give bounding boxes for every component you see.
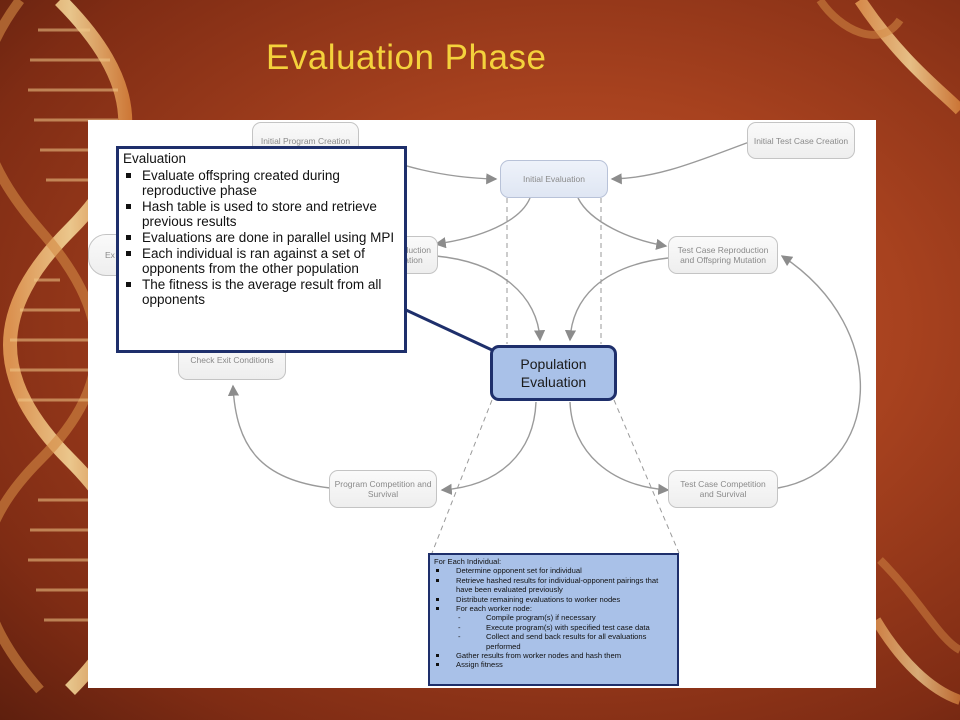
- detail-item: Distribute remaining evaluations to work…: [434, 595, 673, 604]
- callout-bullet-list: Evaluate offspring created during reprod…: [123, 168, 400, 308]
- detail-heading: For Each Individual:: [434, 557, 502, 566]
- callout-bullet: Hash table is used to store and retrieve…: [123, 199, 400, 230]
- node-test-case-competition: Test Case Competition and Survival: [668, 470, 778, 508]
- node-program-competition: Program Competition and Survival: [329, 470, 437, 508]
- detail-subitem: Collect and send back results for all ev…: [434, 632, 673, 651]
- detail-subitem: Execute program(s) with specified test c…: [434, 623, 673, 633]
- detail-list: Determine opponent set for individual Re…: [434, 566, 673, 669]
- arrow-testcase-comp-to-testcase-repro: [777, 255, 861, 489]
- arrow-population-to-testcase-comp: [569, 401, 670, 495]
- slide-title: Evaluation Phase: [266, 38, 547, 77]
- arrow-testcase-repro-to-population: [564, 257, 669, 342]
- node-initial-evaluation: Initial Evaluation: [500, 160, 608, 198]
- arrow-testcase-to-initial-eval: [610, 140, 753, 185]
- callout-leader-line: [405, 308, 493, 352]
- population-evaluation-detail: For Each Individual: Determine opponent …: [428, 553, 679, 686]
- zoom-line-left: [431, 399, 493, 554]
- callout-heading: Evaluation: [123, 151, 187, 166]
- arrow-initial-eval-to-testcase-repro: [577, 197, 668, 250]
- arrow-program-repro-to-population: [435, 255, 546, 342]
- node-initial-test-case-creation: Initial Test Case Creation: [747, 122, 855, 159]
- callout-bullet: The fitness is the average result from a…: [123, 277, 400, 308]
- detail-item: Retrieve hashed results for individual-o…: [434, 576, 673, 595]
- arrow-initial-eval-to-program-repro: [434, 197, 531, 249]
- detail-subitem: Compile program(s) if necessary: [434, 613, 673, 623]
- detail-item: Assign fitness: [434, 660, 673, 669]
- detail-item: For each worker node:: [434, 604, 673, 613]
- node-population-evaluation: Population Evaluation: [490, 345, 617, 401]
- callout-bullet: Evaluations are done in parallel using M…: [123, 230, 400, 246]
- arrow-population-to-program-comp: [440, 401, 537, 495]
- detail-item: Gather results from worker nodes and has…: [434, 651, 673, 660]
- zoom-line-right: [613, 399, 680, 554]
- node-test-case-reproduction: Test Case Reproduction and Offspring Mut…: [668, 236, 778, 274]
- callout-bullet: Evaluate offspring created during reprod…: [123, 168, 400, 199]
- arrow-program-comp-to-exit: [227, 384, 331, 489]
- callout-bullet: Each individual is ran against a set of …: [123, 246, 400, 277]
- detail-item: Determine opponent set for individual: [434, 566, 673, 575]
- evaluation-callout: Evaluation Evaluate offspring created du…: [116, 146, 407, 353]
